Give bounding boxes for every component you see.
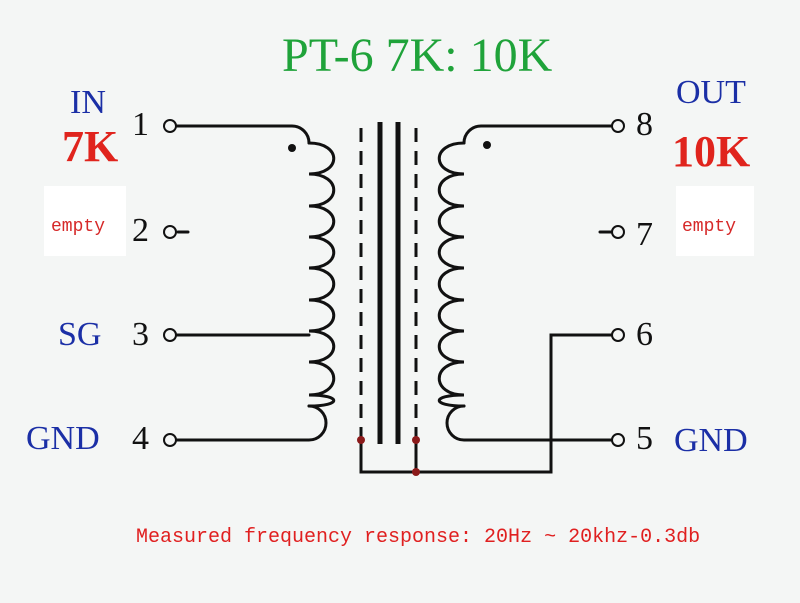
input-label: IN — [70, 84, 106, 121]
left-empty-pad — [44, 186, 126, 256]
output-label: OUT — [676, 74, 746, 111]
terminal-pin2 — [163, 225, 177, 239]
pin8-number: 8 — [636, 106, 653, 143]
wire-pin1 — [175, 124, 311, 145]
node-tap-bottom — [412, 468, 420, 476]
pin4-number: 4 — [132, 420, 149, 457]
secondary-polarity-dot — [483, 141, 491, 149]
terminal-pin7 — [611, 225, 625, 239]
frequency-response-note: Measured frequency response: 20Hz ~ 20kh… — [136, 526, 701, 549]
wire-pin5 — [445, 404, 614, 442]
wire-pin6 — [359, 333, 614, 474]
pin5-number: 5 — [636, 420, 653, 457]
pin5-label: GND — [674, 422, 748, 459]
pin3-label: SG — [58, 316, 102, 353]
secondary-winding — [437, 141, 466, 408]
pin7-number: 7 — [636, 216, 653, 253]
terminal-pin6 — [611, 328, 625, 342]
terminal-pin8 — [611, 119, 625, 133]
pin7-label: empty — [682, 217, 737, 237]
terminal-pin5 — [611, 433, 625, 447]
terminal-pin1 — [163, 119, 177, 133]
primary-winding — [307, 141, 336, 408]
wire-pin8 — [462, 124, 614, 145]
primary-polarity-dot — [288, 144, 296, 152]
pin1-number: 1 — [132, 106, 149, 143]
pin2-label: empty — [51, 217, 106, 237]
right-empty-pad — [676, 186, 754, 256]
terminal-pin3 — [163, 328, 177, 342]
node-core-right — [412, 436, 420, 444]
node-core-left — [357, 436, 365, 444]
diagram-title: PT-6 7K: 10K — [282, 29, 553, 82]
pin6-number: 6 — [636, 316, 653, 353]
pin2-number: 2 — [132, 212, 149, 249]
output-impedance: 10K — [672, 127, 751, 176]
pin3-number: 3 — [132, 316, 149, 353]
pin4-label: GND — [26, 420, 100, 457]
wire-pin4 — [175, 404, 328, 442]
input-impedance: 7K — [62, 122, 119, 171]
terminal-pin4 — [163, 433, 177, 447]
